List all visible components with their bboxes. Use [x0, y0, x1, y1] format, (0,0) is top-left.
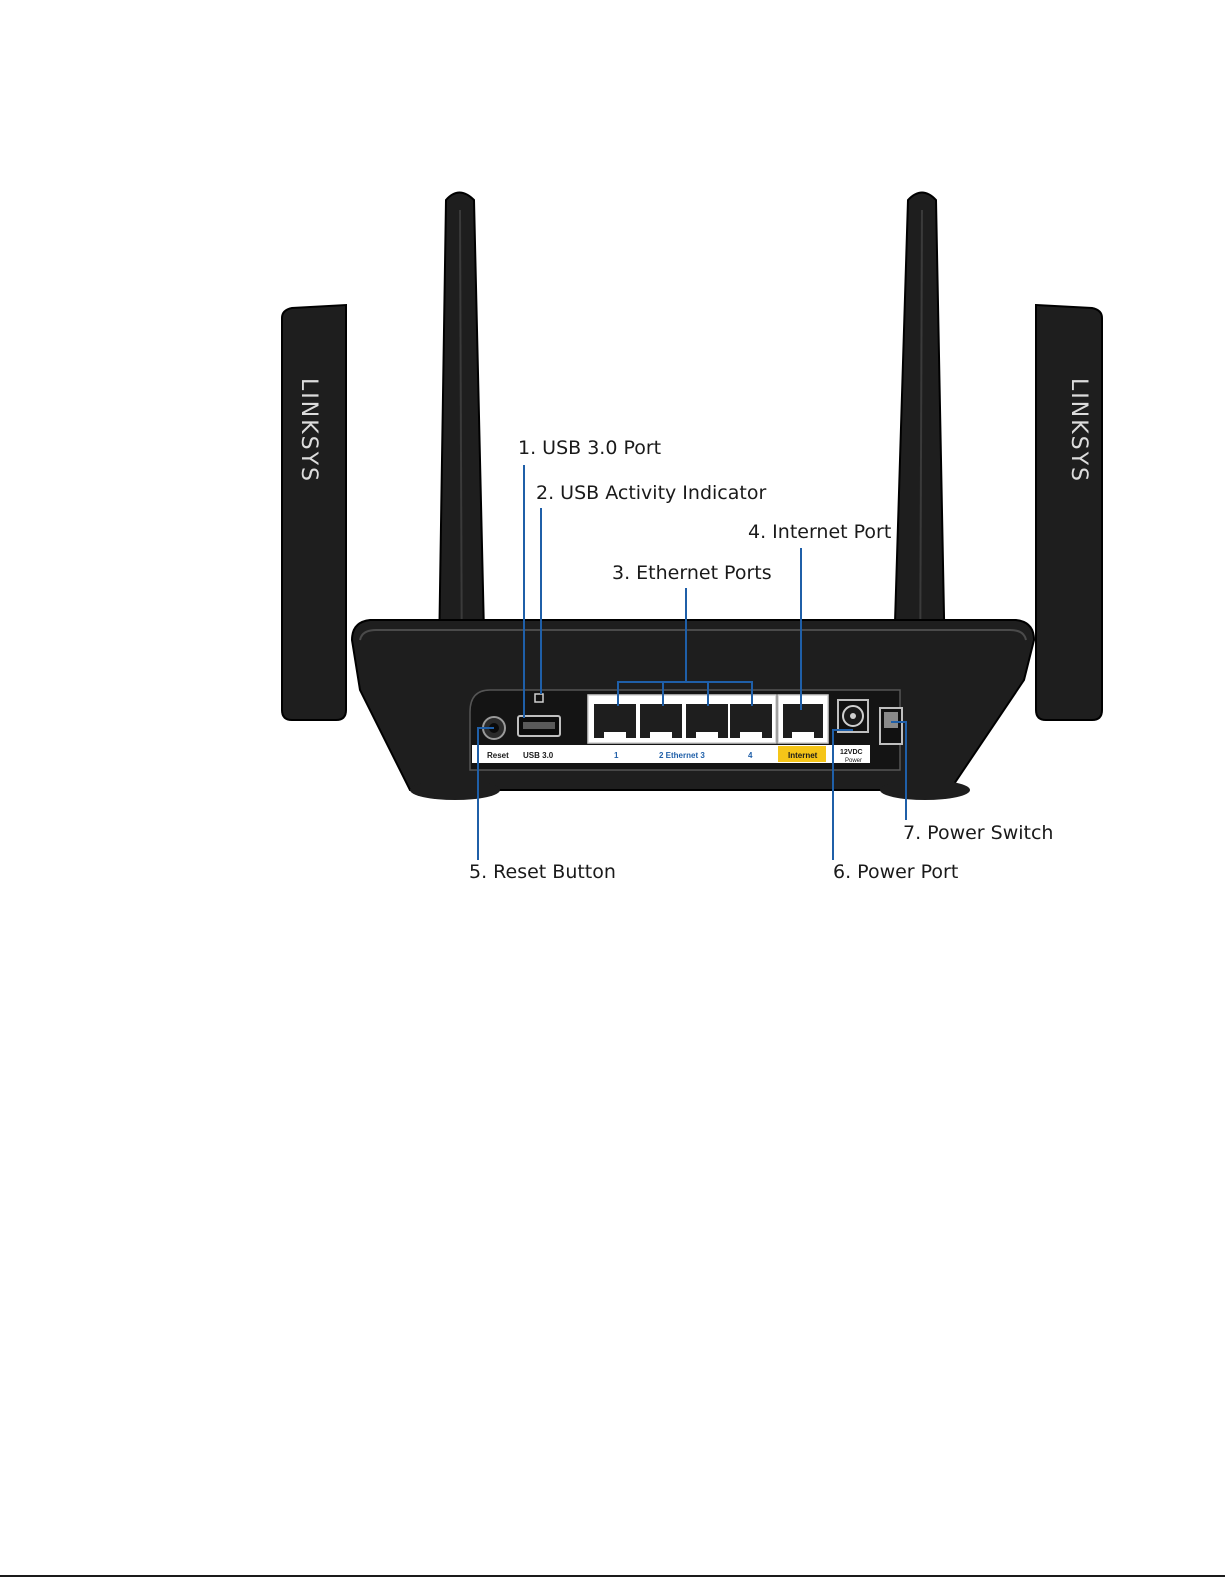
callout-power-switch: 7. Power Switch — [903, 822, 1053, 844]
ethernet-port-4 — [730, 704, 772, 738]
right-front-antenna — [1036, 305, 1102, 720]
left-foot — [410, 780, 500, 800]
page-footer-rule — [0, 1575, 1225, 1577]
callout-ethernet-ports: 3. Ethernet Ports — [612, 562, 772, 584]
port-label-power-volts: 12VDC — [840, 749, 863, 756]
port-label-power-word: Power — [845, 758, 862, 764]
usb-port-tongue — [523, 722, 555, 729]
usb-activity-led — [535, 694, 543, 702]
callout-usb-activity: 2. USB Activity Indicator — [536, 482, 766, 504]
left-antenna-logo: LINKSYS — [296, 378, 321, 483]
callout-power-port: 6. Power Port — [833, 861, 958, 883]
port-label-internet: Internet — [788, 751, 818, 760]
right-foot — [880, 780, 970, 800]
port-label-reset: Reset — [487, 751, 509, 760]
right-antenna-logo: LINKSYS — [1066, 378, 1091, 483]
left-front-antenna — [282, 305, 346, 720]
internet-port — [783, 704, 823, 738]
port-label-eth4: 4 — [748, 751, 753, 760]
callout-internet-port: 4. Internet Port — [748, 521, 891, 543]
port-label-eth1: 1 — [614, 751, 619, 760]
ethernet-port-2 — [640, 704, 682, 738]
callout-usb-port: 1. USB 3.0 Port — [518, 437, 661, 459]
port-label-usb: USB 3.0 — [523, 751, 554, 760]
power-switch-rocker — [884, 712, 898, 728]
ethernet-port-3 — [686, 704, 728, 738]
ethernet-port-1 — [594, 704, 636, 738]
callout-reset-button: 5. Reset Button — [469, 861, 616, 883]
port-label-eth23: 2 Ethernet 3 — [659, 751, 705, 760]
power-port-pin — [850, 713, 856, 719]
